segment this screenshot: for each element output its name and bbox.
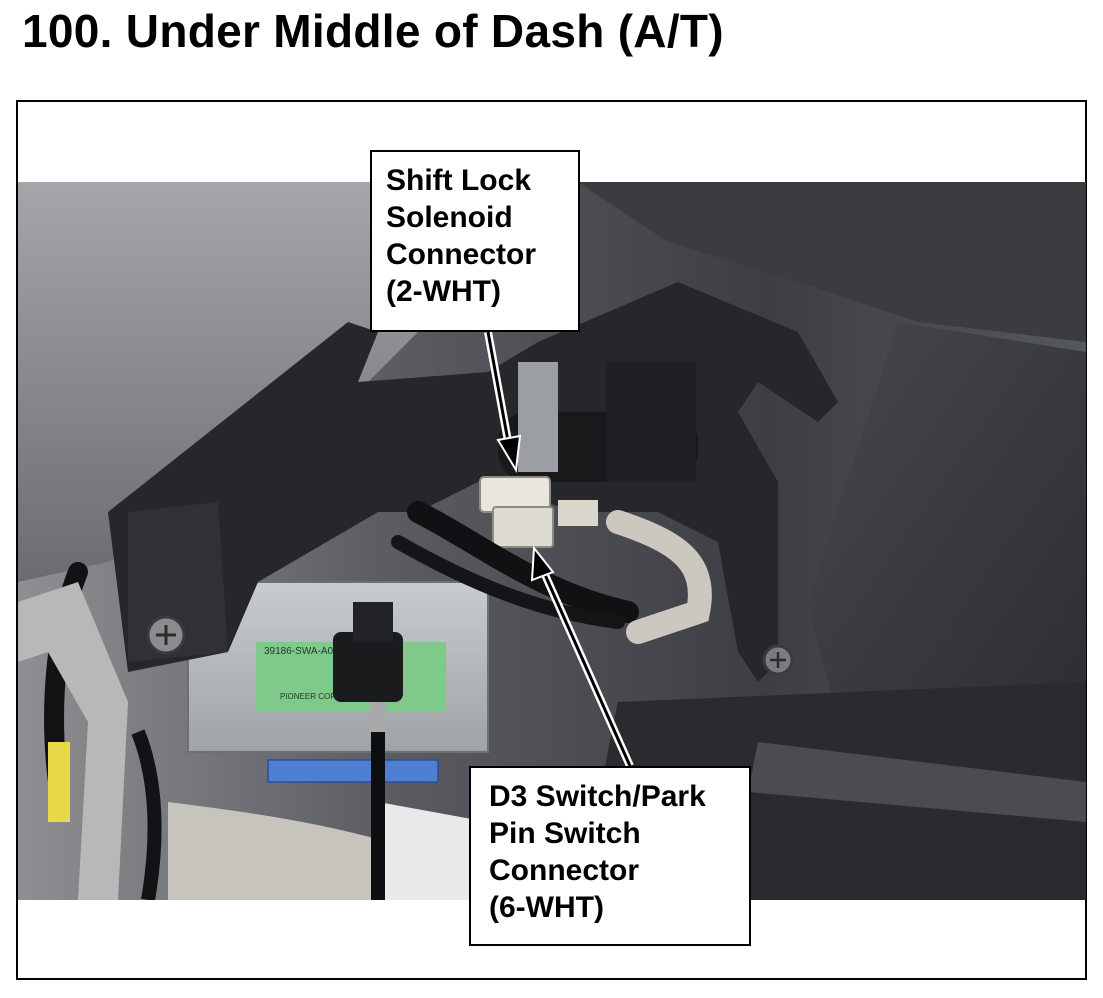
callout-line: Connector [489,854,639,887]
ecu-maker-label: PIONEER CORPORATION [280,692,377,701]
callout-line: Shift Lock [386,164,532,197]
callout-line: Connector [386,238,536,271]
shift-lock-callout: Shift Lock Solenoid Connector (2-WHT) [370,150,580,332]
callout-line: Solenoid [386,201,513,234]
page-title: 100. Under Middle of Dash (A/T) [22,5,724,57]
callout-line: (2-WHT) [386,275,501,308]
callout-line: Pin Switch [489,817,641,850]
callout-line: D3 Switch/Park [489,780,706,813]
callout-line: (6-WHT) [489,891,604,924]
ecu-part-label: 39186-SWA-A01 [264,646,339,657]
d3-switch-callout: D3 Switch/Park Pin Switch Connector (6-W… [469,766,751,946]
